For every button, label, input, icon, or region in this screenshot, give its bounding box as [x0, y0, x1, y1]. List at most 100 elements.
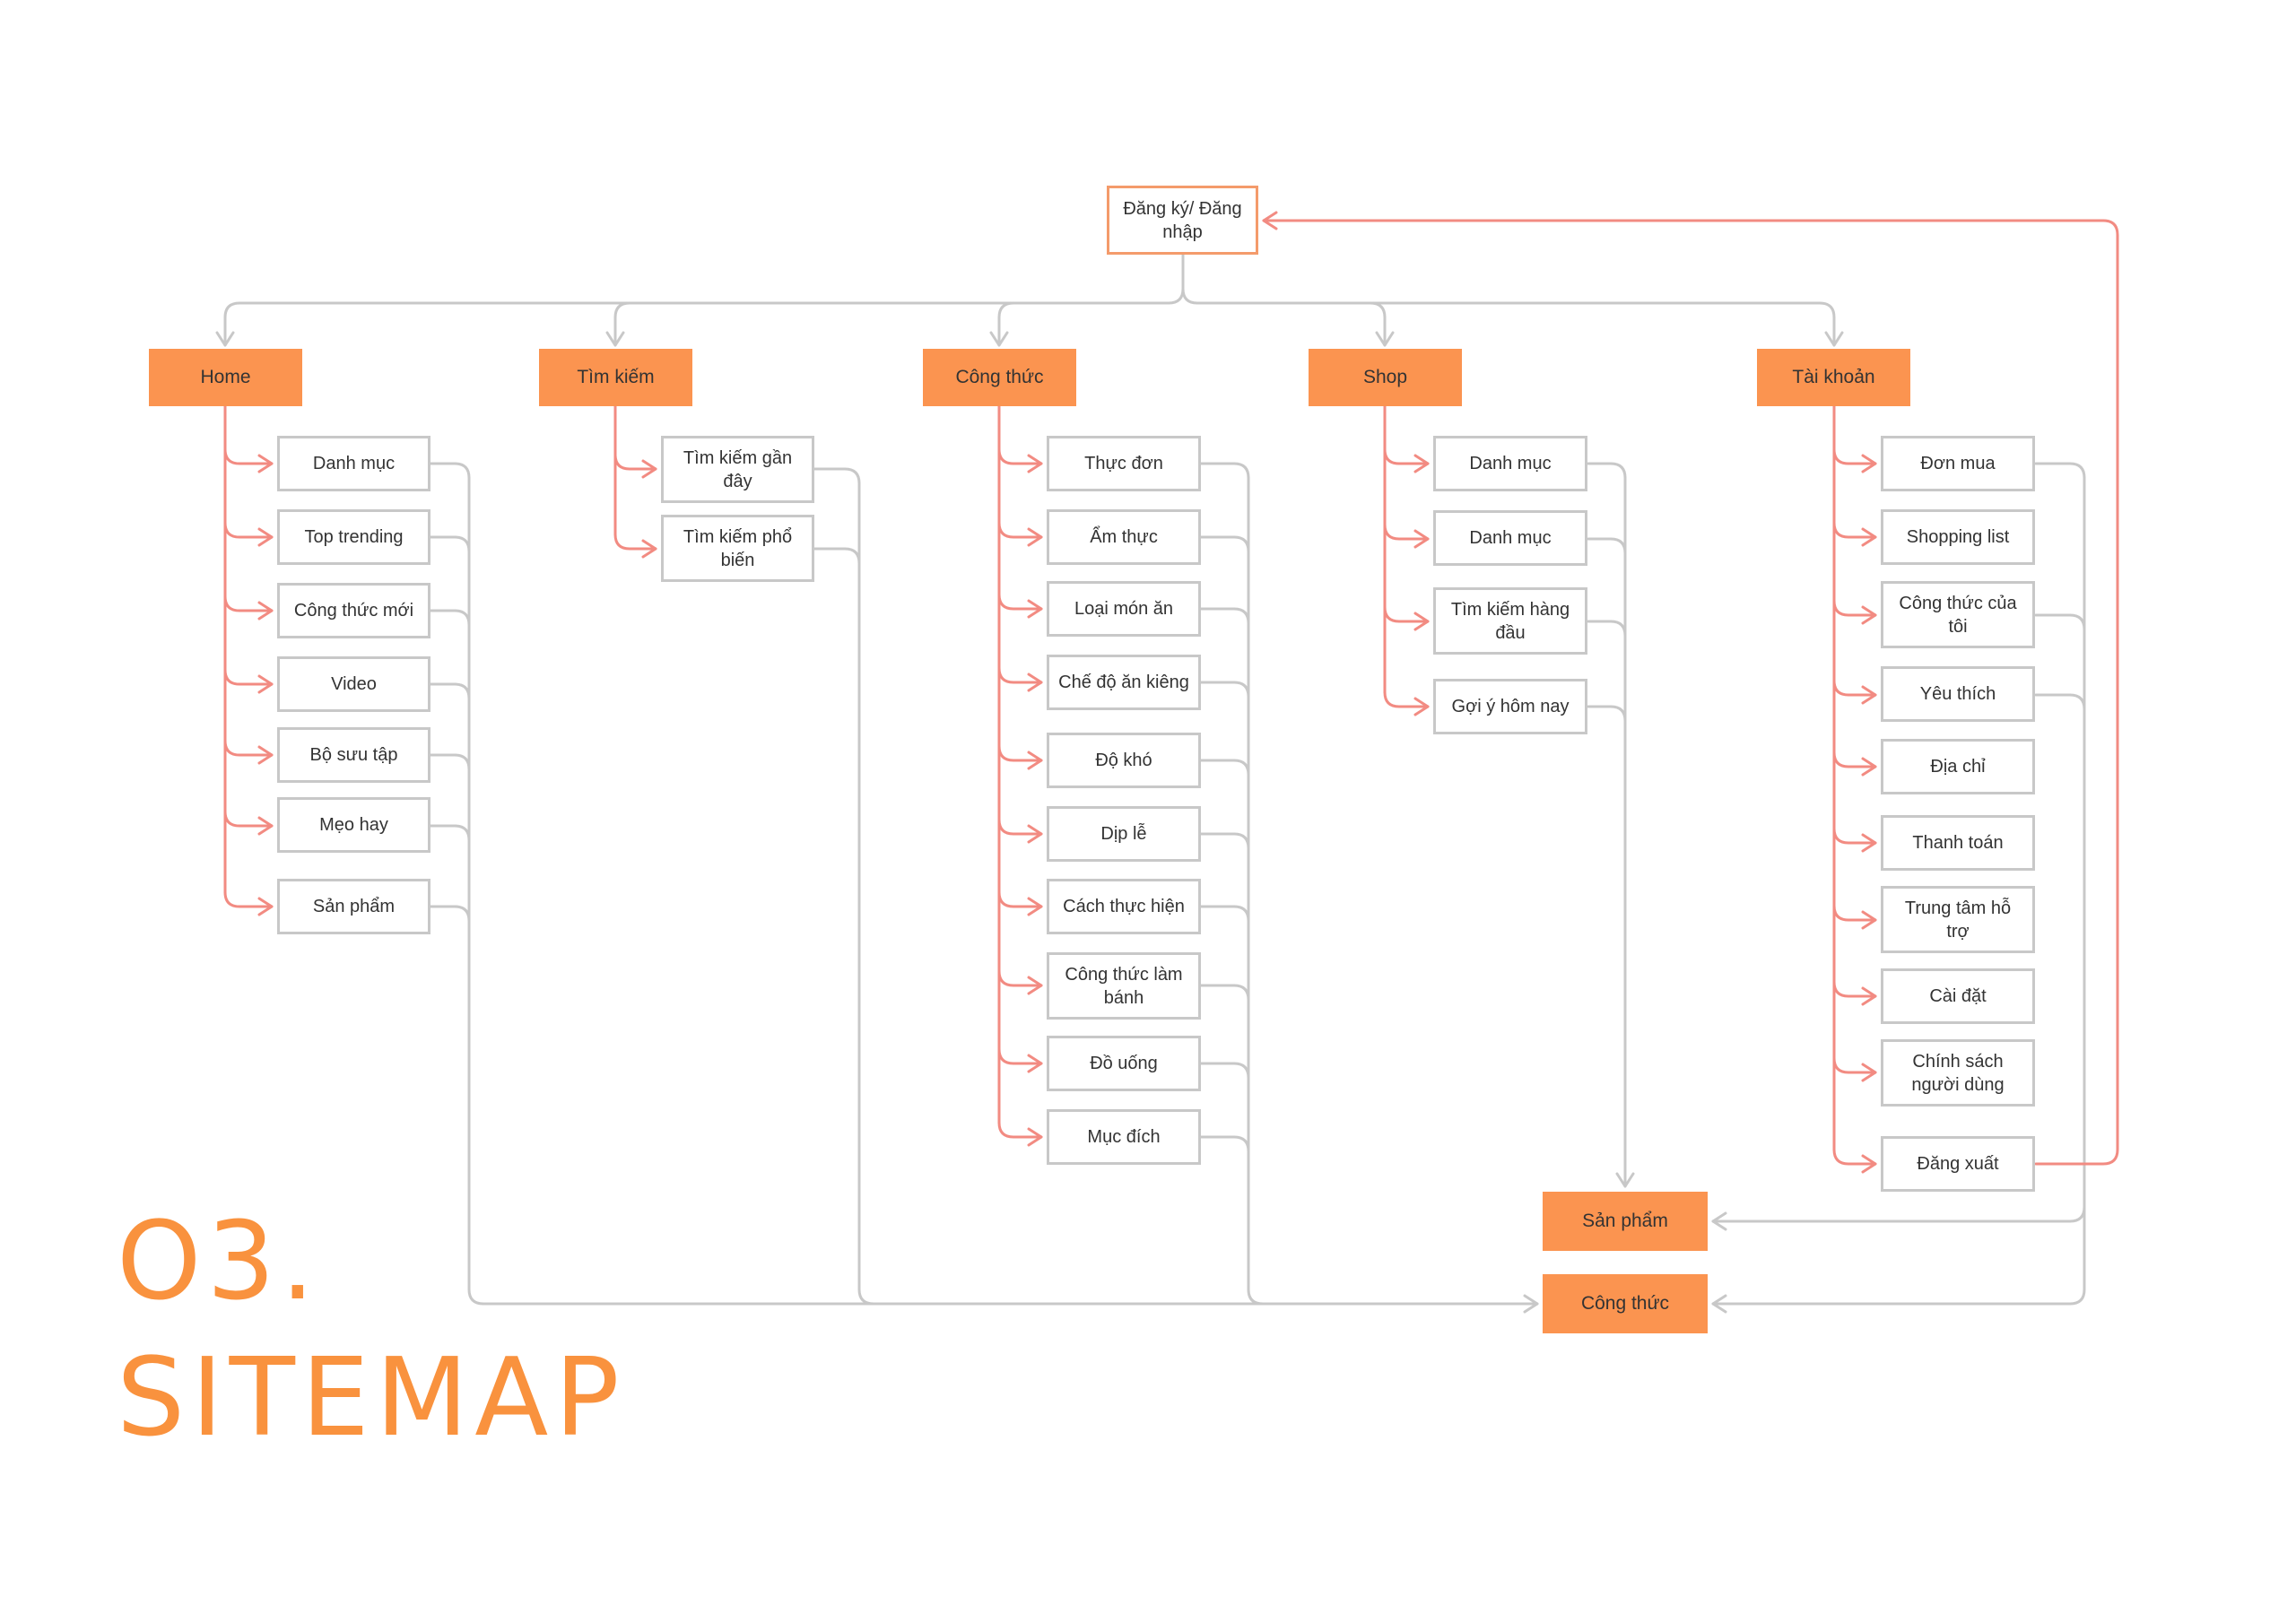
child-to-recipe-line: [428, 462, 471, 480]
recipe-child: Dịp lễ: [1047, 806, 1201, 862]
search-child: Tìm kiếm gần đây: [661, 436, 814, 503]
shop-child-to-product-line: [1587, 620, 1627, 638]
category-to-child-line: [1832, 1056, 1877, 1074]
category-to-child-arrow: [257, 816, 274, 836]
category-to-child-line: [997, 1047, 1043, 1065]
recipe-child: Chế độ ăn kiêng: [1047, 655, 1201, 710]
category-to-child-line: [997, 1121, 1043, 1139]
category-to-child-arrow: [1861, 757, 1877, 777]
category-to-child-line: [613, 453, 657, 471]
category-to-child-line: [1832, 904, 1877, 922]
category-to-child-arrow: [257, 897, 274, 916]
category-to-child-line: [1832, 447, 1877, 465]
category-to-child-line: [223, 739, 274, 757]
child-to-recipe-line: [812, 547, 861, 565]
category-to-child-line: [223, 668, 274, 686]
category-recipe: Công thức: [923, 349, 1076, 406]
category-to-child-line: [997, 521, 1043, 539]
root-bus-left: [238, 253, 1185, 305]
section-number: O3.: [117, 1200, 320, 1324]
category-to-child-line: [1383, 605, 1430, 623]
child-to-recipe-line: [1199, 1135, 1250, 1153]
category-to-child-line: [1832, 1148, 1877, 1166]
child-to-recipe-line: [1199, 607, 1250, 625]
account-child: Chính sách người dùng: [1881, 1039, 2035, 1107]
home-child: Sản phẩm: [277, 879, 430, 934]
category-search: Tìm kiếm: [539, 349, 692, 406]
category-to-child-arrow: [1861, 986, 1877, 1006]
category-account: Tài khoản: [1757, 349, 1910, 406]
category-to-child-line: [613, 533, 657, 551]
category-to-child-line: [997, 447, 1043, 465]
shop-child: Gợi ý hôm nay: [1433, 679, 1587, 734]
root-to-category-arrow: [1375, 331, 1395, 347]
category-to-child-line: [997, 593, 1043, 611]
logout-to-login-arrow: [1262, 211, 1278, 230]
root-to-category-arrow: [989, 331, 1009, 347]
category-to-child-arrow: [257, 527, 274, 547]
account-to-product-arrow: [1711, 1211, 1727, 1231]
child-to-recipe-line: [1199, 462, 1250, 480]
category-to-child-line: [997, 744, 1043, 762]
home-child: Công thức mới: [277, 583, 430, 638]
account-child: Trung tâm hỗ trợ: [1881, 886, 2035, 953]
category-to-child-line: [1383, 447, 1430, 465]
shop-to-product-arrow: [1615, 1172, 1635, 1188]
category-to-child-line: [1832, 980, 1877, 998]
child-to-recipe-line: [428, 753, 471, 771]
root-to-category-line: [223, 301, 241, 347]
category-to-child-arrow: [257, 674, 274, 694]
root-to-category-arrow: [605, 331, 625, 347]
recipe-child: Thực đơn: [1047, 436, 1201, 491]
root-to-category-line: [613, 301, 631, 347]
category-to-child-arrow: [1861, 910, 1877, 930]
recipe-child: Loại món ăn: [1047, 581, 1201, 637]
root-to-category-line: [1369, 301, 1387, 347]
child-to-recipe-line: [428, 682, 471, 700]
category-to-child-arrow: [1027, 673, 1043, 692]
category-to-child-line: [223, 595, 274, 612]
category-to-child-line: [1832, 679, 1877, 697]
category-to-child-arrow: [1027, 599, 1043, 619]
child-to-recipe-line: [428, 824, 471, 842]
account-to-recipe-line: [1711, 1205, 2086, 1306]
category-to-child-arrow: [1861, 454, 1877, 473]
root-to-category-line: [1818, 301, 1836, 347]
root-to-category-arrow: [215, 331, 235, 347]
account-child: Yêu thích: [1881, 666, 2035, 722]
section-title: SITEMAP: [117, 1336, 626, 1461]
category-to-child-arrow: [1413, 529, 1430, 549]
home-child: Danh mục: [277, 436, 430, 491]
account-child-to-target-line: [2034, 462, 2086, 480]
child-to-recipe-line: [428, 535, 471, 553]
category-to-child-arrow: [1861, 833, 1877, 853]
recipe-child: Đồ uống: [1047, 1036, 1201, 1091]
category-to-child-line: [997, 890, 1043, 908]
target-product: Sản phẩm: [1543, 1192, 1708, 1251]
category-to-child-arrow: [641, 459, 657, 479]
child-to-recipe-line: [1199, 905, 1250, 923]
account-child: Đăng xuất: [1881, 1136, 2035, 1192]
child-to-recipe-line: [1199, 759, 1250, 777]
child-to-recipe-trunk: [1247, 476, 1265, 1306]
category-to-child-arrow: [1413, 697, 1430, 716]
root-to-category-line: [997, 301, 1015, 347]
recipe-child: Mục đích: [1047, 1109, 1201, 1165]
category-to-child-arrow: [1027, 976, 1043, 995]
child-to-recipe-line: [428, 609, 471, 627]
category-to-child-line: [223, 521, 274, 539]
account-child: Shopping list: [1881, 509, 2035, 565]
target-recipe: Công thức: [1543, 1274, 1708, 1333]
shop-child: Danh mục: [1433, 436, 1587, 491]
category-to-child-arrow: [1413, 612, 1430, 631]
category-to-child-arrow: [1027, 1127, 1043, 1147]
home-child: Mẹo hay: [277, 797, 430, 853]
category-to-child-line: [223, 810, 274, 828]
root-bus-right: [1181, 287, 1822, 305]
child-to-recipe-line: [1199, 681, 1250, 699]
category-home: Home: [149, 349, 302, 406]
category-to-child-arrow: [641, 539, 657, 559]
category-to-child-line: [1832, 751, 1877, 768]
child-to-recipe-line: [1199, 832, 1250, 850]
